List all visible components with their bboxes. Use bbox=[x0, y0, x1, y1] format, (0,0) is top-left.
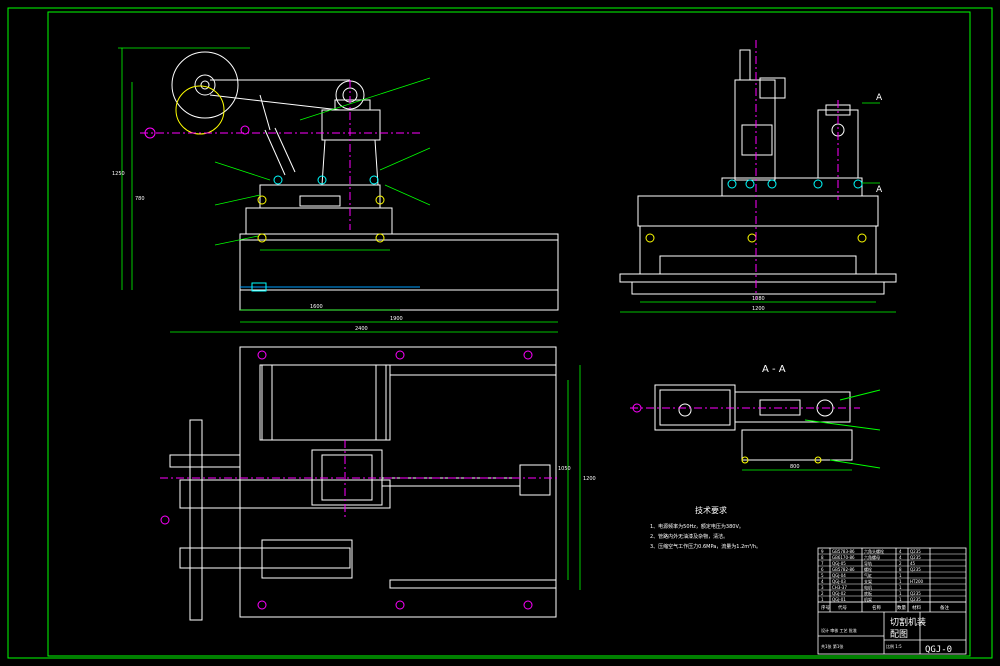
dim-front-base: 1900 bbox=[390, 316, 403, 322]
front-view-dim-text: 2400 1900 1600 1250 780 bbox=[112, 171, 403, 332]
parts-header-name: 名称 bbox=[872, 604, 881, 611]
dim-aa-width: 800 bbox=[790, 464, 800, 470]
sheet-outer-frame bbox=[7, 7, 993, 659]
parts-cell-qty: 2 bbox=[899, 561, 902, 566]
parts-cell-mat: Q235 bbox=[910, 549, 921, 554]
dim-front-overall: 2400 bbox=[355, 326, 368, 332]
parts-header: 序号 代号 名称 数量 材料 备注 bbox=[821, 604, 949, 611]
dim-plan-height: 1200 bbox=[583, 476, 596, 482]
parts-cell-name: 六角螺母 bbox=[864, 554, 880, 560]
parts-cell-no: 1 bbox=[821, 597, 824, 602]
parts-cell-no: 2 bbox=[821, 591, 824, 596]
dim-side-base: 1080 bbox=[752, 296, 765, 302]
parts-cell-no: 7 bbox=[821, 561, 824, 566]
parts-cell-no: 4 bbox=[821, 579, 824, 584]
sign-row: 设计 审核 工艺 批准 bbox=[821, 627, 857, 633]
parts-cell-name: 支架 bbox=[864, 578, 872, 584]
parts-cell-no: 9 bbox=[821, 549, 824, 554]
parts-cell-no: 3 bbox=[821, 585, 824, 590]
parts-cell-mat: Q235 bbox=[910, 567, 921, 572]
front-view bbox=[171, 51, 559, 311]
front-view-leaders bbox=[214, 77, 431, 246]
parts-header-code: 代号 bbox=[838, 604, 847, 611]
drawing-code: QGJ-0 bbox=[925, 645, 952, 655]
front-view-markers bbox=[140, 80, 420, 243]
parts-cell-code: QGJ-02 bbox=[832, 591, 846, 596]
parts-header-note: 备注 bbox=[940, 604, 949, 611]
tech-note-1: 1、电源频率为50Hz，额定电压为380V。 bbox=[650, 523, 744, 530]
parts-cell-mat: HT200 bbox=[910, 579, 924, 584]
dim-plan-inner: 1050 bbox=[558, 466, 571, 472]
parts-cell-code: GB5782-86 bbox=[832, 567, 855, 572]
drawing-name-line1: 切割机装 bbox=[890, 616, 926, 628]
parts-cell-code: GB5783-86 bbox=[832, 549, 855, 554]
sheet-row: 共1张 第1张 bbox=[821, 643, 843, 649]
parts-cell-qty: 8 bbox=[899, 567, 902, 572]
parts-cell-name: 六角头螺栓 bbox=[864, 548, 884, 554]
plan-view-dimensions bbox=[567, 365, 581, 590]
section-aa-label: A - A bbox=[762, 364, 786, 375]
section-aa-view bbox=[654, 384, 853, 461]
parts-cell-mat: Q235 bbox=[910, 555, 921, 560]
dim-side-width: 1200 bbox=[752, 306, 765, 312]
section-aa-markers bbox=[630, 389, 881, 469]
parts-cell-qty: 4 bbox=[899, 555, 902, 560]
side-view-markers bbox=[645, 40, 867, 300]
parts-cell-name: 气缸 bbox=[864, 572, 872, 578]
section-marker-top: A bbox=[876, 93, 883, 103]
plan-view bbox=[169, 346, 557, 621]
section-marker-bottom: A bbox=[876, 185, 883, 195]
parts-cell-qty: 1 bbox=[899, 579, 902, 584]
parts-cell-mat: Q235 bbox=[910, 591, 921, 596]
parts-header-no: 序号 bbox=[821, 604, 830, 611]
parts-cell-code: QGJ-03 bbox=[832, 579, 846, 584]
side-view bbox=[619, 49, 897, 295]
dim-front-height: 1250 bbox=[112, 171, 125, 177]
front-view-dimensions bbox=[118, 47, 558, 333]
side-view-dimensions bbox=[620, 102, 896, 313]
parts-cell-code: QGJ-04 bbox=[832, 573, 846, 578]
tech-note-3: 3、压缩空气工作压力0.6MPa，流量为1.2m³/h。 bbox=[650, 543, 761, 550]
scale-row: 比例 1:5 bbox=[886, 643, 902, 649]
tech-notes-title: 技术要求 bbox=[695, 505, 727, 515]
plan-view-markers bbox=[160, 350, 560, 610]
parts-cell-qty: 1 bbox=[899, 591, 902, 596]
drawing-name-line2: 配图 bbox=[890, 629, 908, 640]
parts-cell-code: QGJ-05 bbox=[832, 561, 846, 566]
parts-cell-qty: 1 bbox=[899, 573, 902, 578]
parts-cell-qty: 1 bbox=[899, 585, 902, 590]
parts-cell-name: 电机 bbox=[864, 584, 872, 590]
sheet-inner-frame bbox=[47, 11, 971, 657]
parts-cell-code: CH3-37 bbox=[832, 585, 847, 590]
parts-cell-mat: Q235 bbox=[910, 597, 921, 602]
parts-cell-no: 5 bbox=[821, 573, 824, 578]
parts-cell-no: 8 bbox=[821, 555, 824, 560]
parts-cell-mat: 45 bbox=[910, 561, 916, 566]
parts-cell-qty: 4 bbox=[899, 549, 902, 554]
dim-front-top: 780 bbox=[135, 196, 145, 202]
parts-header-mat: 材料 bbox=[912, 604, 921, 611]
tech-note-2: 2、管路内外无油漆及杂物，清洁。 bbox=[650, 533, 728, 540]
parts-cell-name: 底板 bbox=[864, 590, 872, 596]
parts-header-qty: 数量 bbox=[897, 604, 906, 611]
parts-cell-no: 6 bbox=[821, 567, 824, 572]
parts-cell-qty: 1 bbox=[899, 597, 902, 602]
parts-cell-name: 螺栓 bbox=[864, 566, 872, 572]
parts-cell-code: QGJ-01 bbox=[832, 597, 846, 602]
parts-cell-name: 机架 bbox=[864, 596, 872, 602]
dim-front-inner: 1600 bbox=[310, 304, 323, 310]
parts-cell-code: GB6170-86 bbox=[832, 555, 855, 560]
parts-cell-name: 导轨 bbox=[864, 560, 872, 566]
